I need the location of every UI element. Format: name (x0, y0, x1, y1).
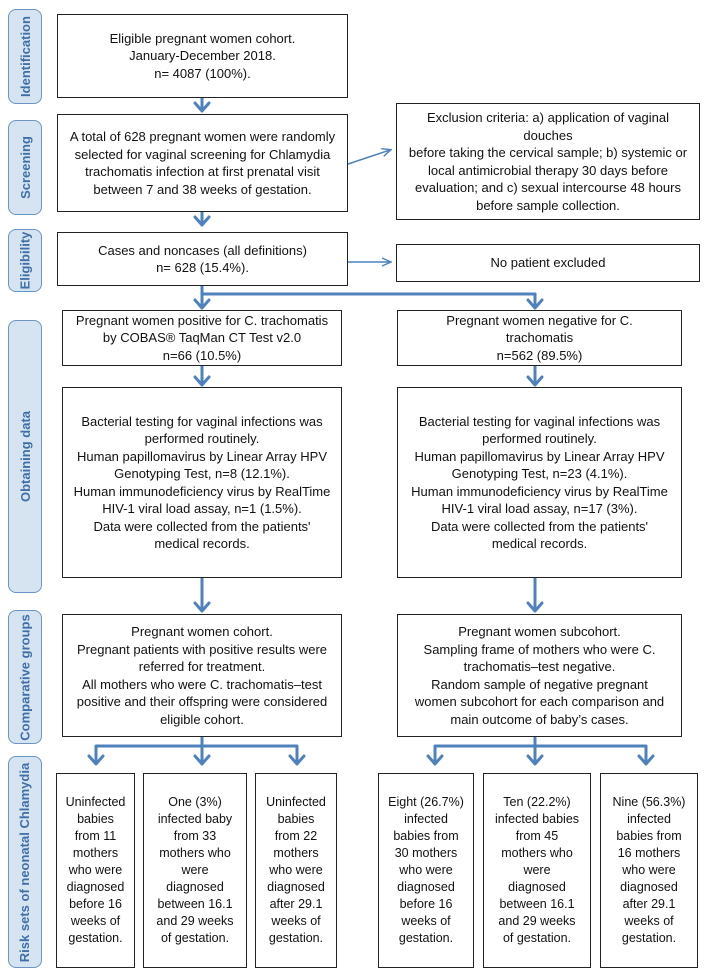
arrow-negative-to-testing (526, 364, 544, 387)
phase-eligibility: Eligibility (8, 229, 42, 292)
box-positive-testing: Bacterial testing for vaginal infections… (62, 387, 342, 578)
box-pregnant-subcohort: Pregnant women subcohort. Sampling frame… (397, 614, 682, 737)
phase-identification: Identification (8, 9, 42, 104)
box-positive-risk-after-29: Uninfected babies from 22 mothers who we… (255, 773, 337, 968)
box-positive-risk-16-to-29: One (3%) infected baby from 33 mothers w… (143, 773, 247, 968)
box-screening: A total of 628 pregnant women were rando… (57, 114, 348, 212)
box-exclusion-criteria: Exclusion criteria: a) application of va… (396, 103, 700, 220)
box-negative: Pregnant women negative for C. trachomat… (397, 310, 682, 366)
box-cases-noncases: Cases and noncases (all definitions) n= … (57, 232, 348, 286)
arrow-screening-to-cases (193, 210, 211, 227)
box-positive: Pregnant women positive for C. trachomat… (62, 310, 342, 366)
right-fan-heads (426, 754, 655, 766)
arrow-neg-testing-to-subcohort (526, 576, 544, 613)
left-fan (94, 735, 299, 764)
arrow-to-positive (193, 292, 211, 310)
arrow-to-negative (526, 292, 544, 310)
arrow-pos-testing-to-cohort (193, 576, 211, 613)
phase-screening: Screening (8, 120, 42, 215)
box-eligible-cohort: Eligible pregnant women cohort. January-… (57, 14, 348, 98)
arrow-positive-to-testing (193, 364, 211, 387)
arrow-eligible-to-screening (193, 96, 211, 113)
phase-obtaining-data: Obtaining data (8, 320, 42, 593)
box-no-patient-excluded: No patient excluded (396, 244, 700, 282)
box-negative-testing: Bacterial testing for vaginal infections… (397, 387, 682, 578)
box-negative-risk-16-to-29: Ten (22.2%) infected babies from 45 moth… (483, 773, 591, 968)
box-negative-risk-after-29: Nine (56.3%) infected babies from 16 mot… (600, 773, 698, 968)
box-positive-risk-before-16: Uninfected babies from 11 mothers who we… (56, 773, 135, 968)
right-fan (433, 735, 648, 764)
box-pregnant-cohort: Pregnant women cohort. Pregnant patients… (62, 614, 342, 737)
split-line (200, 284, 537, 296)
phase-risk-sets: Risk sets of neonatal Chlamydia (8, 756, 42, 968)
phase-comparative-groups: Comparative groups (8, 610, 42, 744)
box-negative-risk-before-16: Eight (26.7%) infected babies from 30 mo… (378, 773, 474, 968)
left-fan-heads (87, 754, 306, 766)
